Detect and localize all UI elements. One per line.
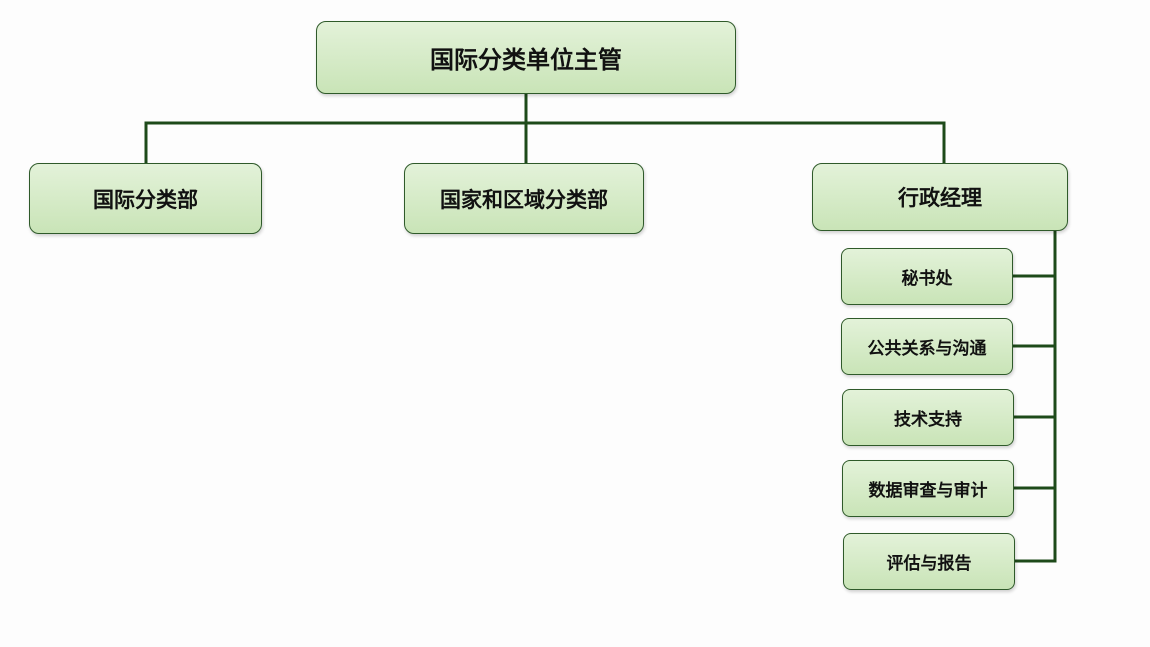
admin-unit-node-secretariat: 秘书处 [841, 248, 1013, 305]
root-node: 国际分类单位主管 [316, 21, 736, 94]
admin-unit-label: 评估与报告 [886, 554, 972, 574]
admin-unit-label: 技术支持 [894, 410, 962, 430]
department-node-label: 国家和区域分类部 [440, 187, 608, 212]
department-node-label: 国际分类部 [93, 187, 198, 212]
admin-unit-node-evaluation-reporting: 评估与报告 [843, 533, 1015, 590]
admin-unit-node-public-relations: 公共关系与沟通 [841, 318, 1013, 375]
department-node-national-regional: 国家和区域分类部 [404, 163, 644, 234]
admin-unit-node-data-review-audit: 数据审查与审计 [842, 460, 1014, 517]
admin-unit-label: 秘书处 [901, 269, 953, 289]
admin-unit-label: 数据审查与审计 [868, 481, 988, 501]
admin-unit-node-technical-support: 技术支持 [842, 389, 1014, 446]
root-node-label: 国际分类单位主管 [430, 46, 622, 74]
department-node-international: 国际分类部 [29, 163, 262, 234]
admin-unit-label: 公共关系与沟通 [867, 339, 987, 359]
department-node-admin-manager: 行政经理 [812, 163, 1068, 231]
department-node-label: 行政经理 [898, 186, 982, 210]
